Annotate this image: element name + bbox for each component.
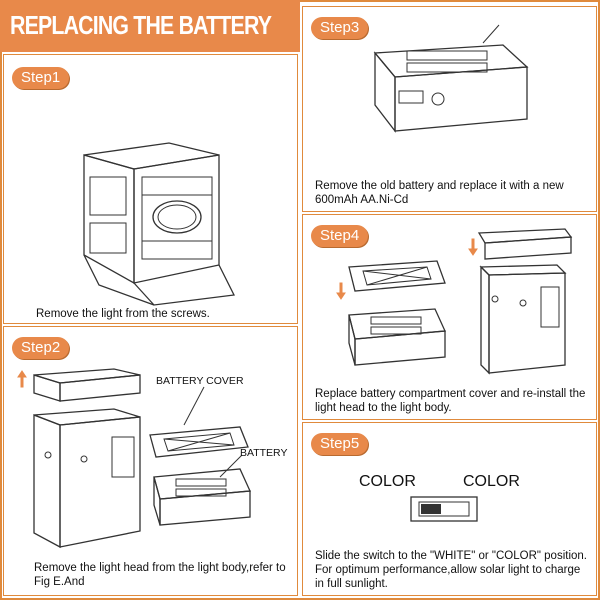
down-arrow-icon (468, 238, 478, 256)
step2-illustration (17, 368, 251, 549)
mode-switch[interactable] (303, 423, 598, 597)
down-arrow-icon-2 (336, 282, 346, 300)
switch-right-label: COLOR (463, 473, 520, 490)
page-title: REPLACING THE BATTERY (10, 10, 272, 40)
up-arrow-icon (17, 370, 27, 388)
title-bar: REPLACING THE BATTERY (0, 0, 300, 52)
step1-badge: Step1 (12, 67, 70, 89)
panel-step2: Step2 BATTERY COVER BATTERY Remove the l… (3, 326, 298, 596)
step4-badge: Step4 (311, 225, 369, 247)
step3-badge: Step3 (311, 17, 369, 39)
battery-label: BATTERY (240, 447, 288, 459)
step5-caption: Slide the switch to the "WHITE" or "COLO… (315, 550, 587, 590)
panel-step4: Step4 Replace battery compartment cover … (302, 214, 597, 420)
step4-caption: Replace battery compartment cover and re… (315, 388, 586, 414)
step1-caption: Remove the light from the screws. (36, 308, 210, 320)
step2-badge: Step2 (12, 337, 70, 359)
panel-step5: Step5 COLOR COLOR Slide the switch to th… (302, 422, 597, 596)
step2-caption: Remove the light head from the light bod… (34, 562, 286, 588)
step4-illustration (336, 228, 573, 375)
switch-knob (421, 504, 441, 514)
step5-badge: Step5 (311, 433, 369, 455)
step3-illustration (373, 24, 529, 133)
step1-illustration (83, 142, 235, 306)
panel-step1: Step1 Remove the light from the screws. (3, 54, 298, 324)
panel-step3: Step3 Remove the old battery and replace… (302, 6, 597, 212)
battery-cover-label: BATTERY COVER (156, 375, 244, 387)
switch-left-label: COLOR (359, 473, 416, 490)
step3-caption: Remove the old battery and replace it wi… (315, 180, 564, 206)
